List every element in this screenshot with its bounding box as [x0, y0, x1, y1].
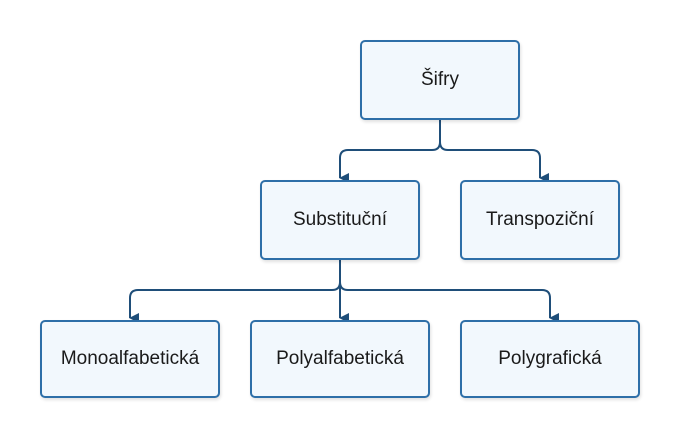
- node-monoalphabetic-label: Monoalfabetická: [60, 348, 200, 369]
- node-transposition: Transpoziční: [460, 180, 620, 260]
- node-root-label: Šifry: [421, 69, 459, 90]
- node-substitution: Substituční: [260, 180, 420, 260]
- node-substitution-label: Substituční: [293, 209, 387, 230]
- connector-substitution-to-polygraphic: [339, 281, 559, 323]
- node-monoalphabetic: Monoalfabetická: [40, 320, 220, 398]
- node-polygraphic-label: Polygrafická: [498, 348, 602, 369]
- connector-substitution-to-mono: [129, 260, 341, 323]
- connector-root-to-transposition: [439, 141, 549, 183]
- node-transposition-label: Transpoziční: [485, 209, 595, 230]
- node-polyalphabetic: Polyalfabetická: [250, 320, 430, 398]
- connector-root-to-substitution: [339, 120, 441, 183]
- node-root: Šifry: [360, 40, 520, 120]
- node-polyalphabetic-label: Polyalfabetická: [276, 348, 404, 369]
- node-polygraphic: Polygrafická: [460, 320, 640, 398]
